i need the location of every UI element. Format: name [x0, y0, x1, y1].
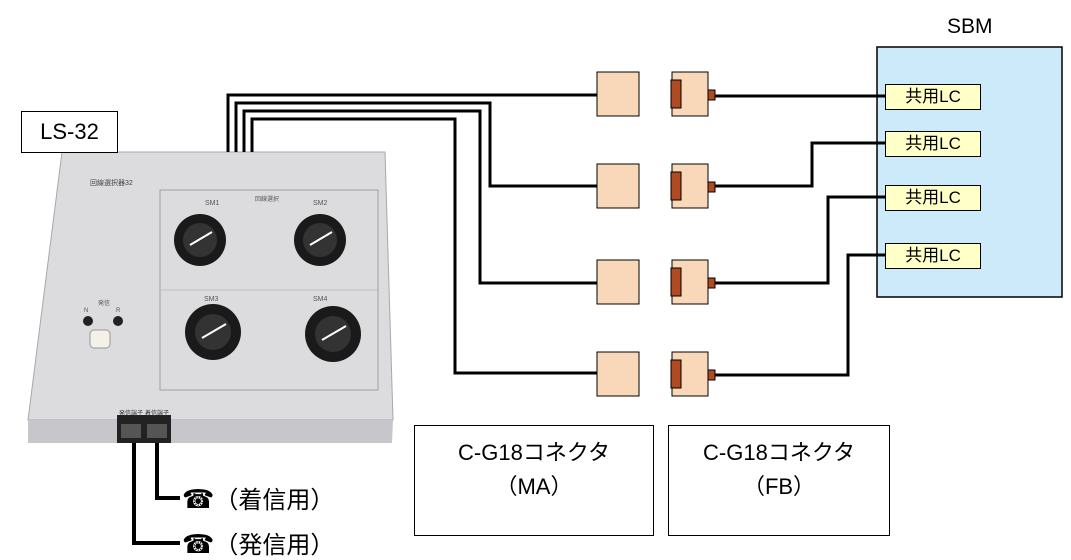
ma-connectors [596, 71, 640, 397]
switch-group-label: 発信 [98, 301, 111, 307]
knob-label-sm1: SM1 [205, 200, 220, 207]
fb-connector-label: C-G18コネクタ （FB） [668, 425, 890, 536]
wires-device-ma [226, 93, 597, 375]
phone-icon: ☎ [182, 485, 215, 515]
lc-label-3: 共用LC [885, 185, 981, 211]
incoming-phone: ☎（着信用） [182, 480, 334, 515]
knob-sm1 [174, 214, 226, 266]
fb-label-line1: C-G18コネクタ [703, 440, 855, 465]
ma-connector-label: C-G18コネクタ （MA） [414, 425, 654, 536]
port-label-outgoing: 発信端子 [119, 411, 144, 417]
device-label: LS-32 [21, 111, 118, 153]
knob-label-sm3: SM3 [204, 296, 219, 303]
fb-connectors [670, 71, 716, 397]
knob-label-sm2: SM2 [313, 200, 328, 207]
push-button [89, 329, 111, 349]
switch-r [113, 316, 123, 326]
ma-label-line1: C-G18コネクタ [458, 440, 610, 465]
lc-label-1: 共用LC [885, 84, 981, 110]
knob-sm2 [294, 214, 346, 266]
switch-n [83, 316, 93, 326]
wires-fb-sbm [710, 94, 885, 377]
fb-label-line2: （FB） [742, 474, 816, 499]
port-label-incoming: 着信端子 [145, 411, 170, 417]
sbm-title: SBM [947, 15, 993, 38]
outgoing-phone: ☎（発信用） [182, 525, 334, 560]
knob-sm3 [185, 304, 241, 360]
phone-icon: ☎ [182, 530, 215, 560]
knob-label-sm4: SM4 [313, 296, 328, 303]
panel-title: 回線選択器32 [90, 180, 133, 187]
phone-wires [132, 443, 180, 545]
ma-label-line2: （MA） [495, 474, 573, 499]
ls32-device [27, 151, 394, 443]
lc-label-4: 共用LC [885, 243, 981, 269]
switch-label-r: R [116, 308, 121, 314]
knob-group-label: 回線選択 [255, 197, 280, 203]
lc-label-2: 共用LC [885, 131, 981, 157]
switch-label-n: N [84, 308, 89, 314]
knob-sm4 [305, 306, 361, 362]
incoming-phone-label: （着信用） [214, 487, 335, 514]
outgoing-phone-label: （発信用） [214, 532, 335, 559]
